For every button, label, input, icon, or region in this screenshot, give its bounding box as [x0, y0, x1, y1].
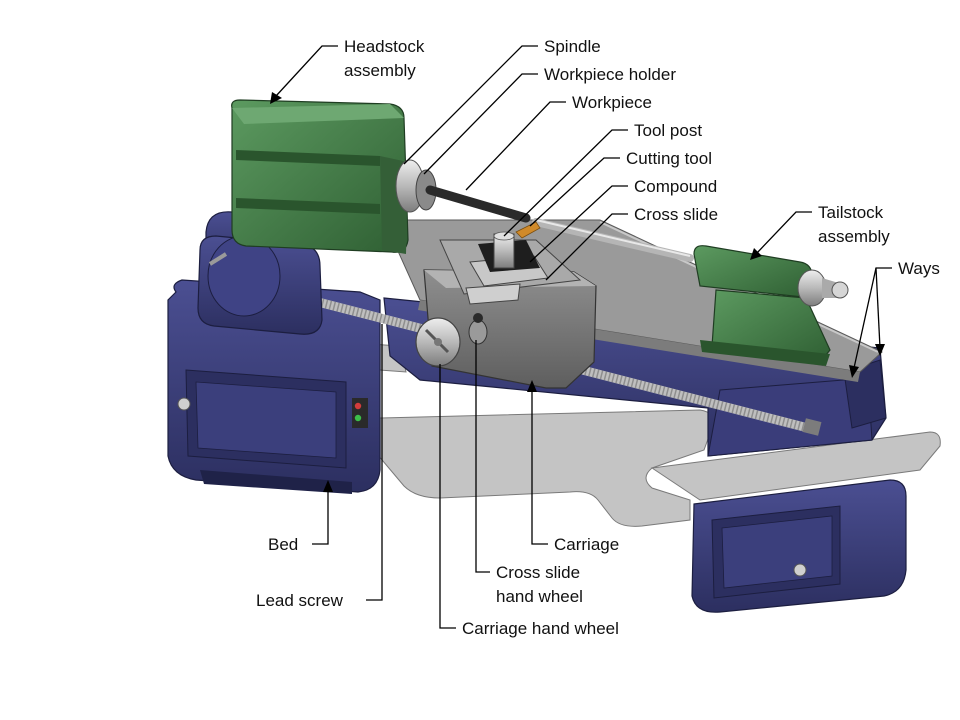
right-cabinet — [691, 479, 907, 613]
leader-ways-b — [875, 267, 881, 349]
label-headstock-line1: Headstock — [344, 37, 425, 56]
cutting-tool-part — [515, 221, 541, 239]
leader-lines — [270, 45, 892, 629]
cross-slide-hand-wheel-part — [468, 313, 488, 345]
label-workpiece: Workpiece — [572, 93, 652, 112]
label-headstock-line2: assembly — [344, 61, 416, 80]
leader-tailstock — [755, 211, 812, 255]
label-workpiece-holder: Workpiece holder — [544, 65, 676, 84]
labels: Headstock assembly Spindle Workpiece hol… — [256, 37, 940, 638]
arrow-headstock — [270, 92, 282, 104]
label-cross-slide-hand-wheel-line1: Cross slide — [496, 563, 580, 582]
arrow-bed — [323, 480, 333, 492]
label-spindle: Spindle — [544, 37, 601, 56]
leader-bed — [312, 488, 329, 545]
leader-cross-slide — [545, 213, 628, 281]
leader-tool-post — [503, 129, 628, 237]
leader-cross-slide-hand-wheel — [475, 340, 490, 573]
label-carriage: Carriage — [554, 535, 619, 554]
arrow-tailstock — [750, 248, 762, 260]
label-tailstock-line1: Tailstock — [818, 203, 884, 222]
label-cross-slide-hand-wheel-line2: hand wheel — [496, 587, 583, 606]
leader-compound — [529, 185, 628, 263]
leader-carriage — [531, 388, 548, 545]
label-ways: Ways — [898, 259, 940, 278]
carriage-hand-wheel-part — [415, 317, 461, 367]
label-compound: Compound — [634, 177, 717, 196]
label-carriage-hand-wheel: Carriage hand wheel — [462, 619, 619, 638]
label-tool-post: Tool post — [634, 121, 702, 140]
leader-workpiece-holder — [423, 73, 538, 175]
leader-cutting-tool — [529, 157, 620, 227]
left-cabinet — [167, 279, 381, 494]
leader-carriage-hand-wheel — [439, 364, 456, 629]
label-cutting-tool: Cutting tool — [626, 149, 712, 168]
carriage-part — [423, 239, 597, 389]
arrow-ways-b — [875, 344, 885, 356]
leader-workpiece — [465, 101, 566, 191]
label-lead-screw: Lead screw — [256, 591, 344, 610]
tool-post-part — [478, 231, 540, 272]
tailstock-rod — [532, 218, 694, 262]
arrow-ways-a — [849, 365, 859, 378]
label-tailstock-line2: assembly — [818, 227, 890, 246]
leader-spindle — [403, 45, 538, 165]
lathe-illustration — [167, 99, 941, 613]
workpiece-part — [425, 185, 531, 223]
leader-lead-screw — [366, 324, 383, 601]
tailstock — [693, 245, 849, 366]
headstock — [231, 99, 409, 254]
leader-headstock — [275, 45, 338, 97]
label-bed: Bed — [268, 535, 298, 554]
arrow-carriage — [527, 380, 537, 392]
label-cross-slide: Cross slide — [634, 205, 718, 224]
